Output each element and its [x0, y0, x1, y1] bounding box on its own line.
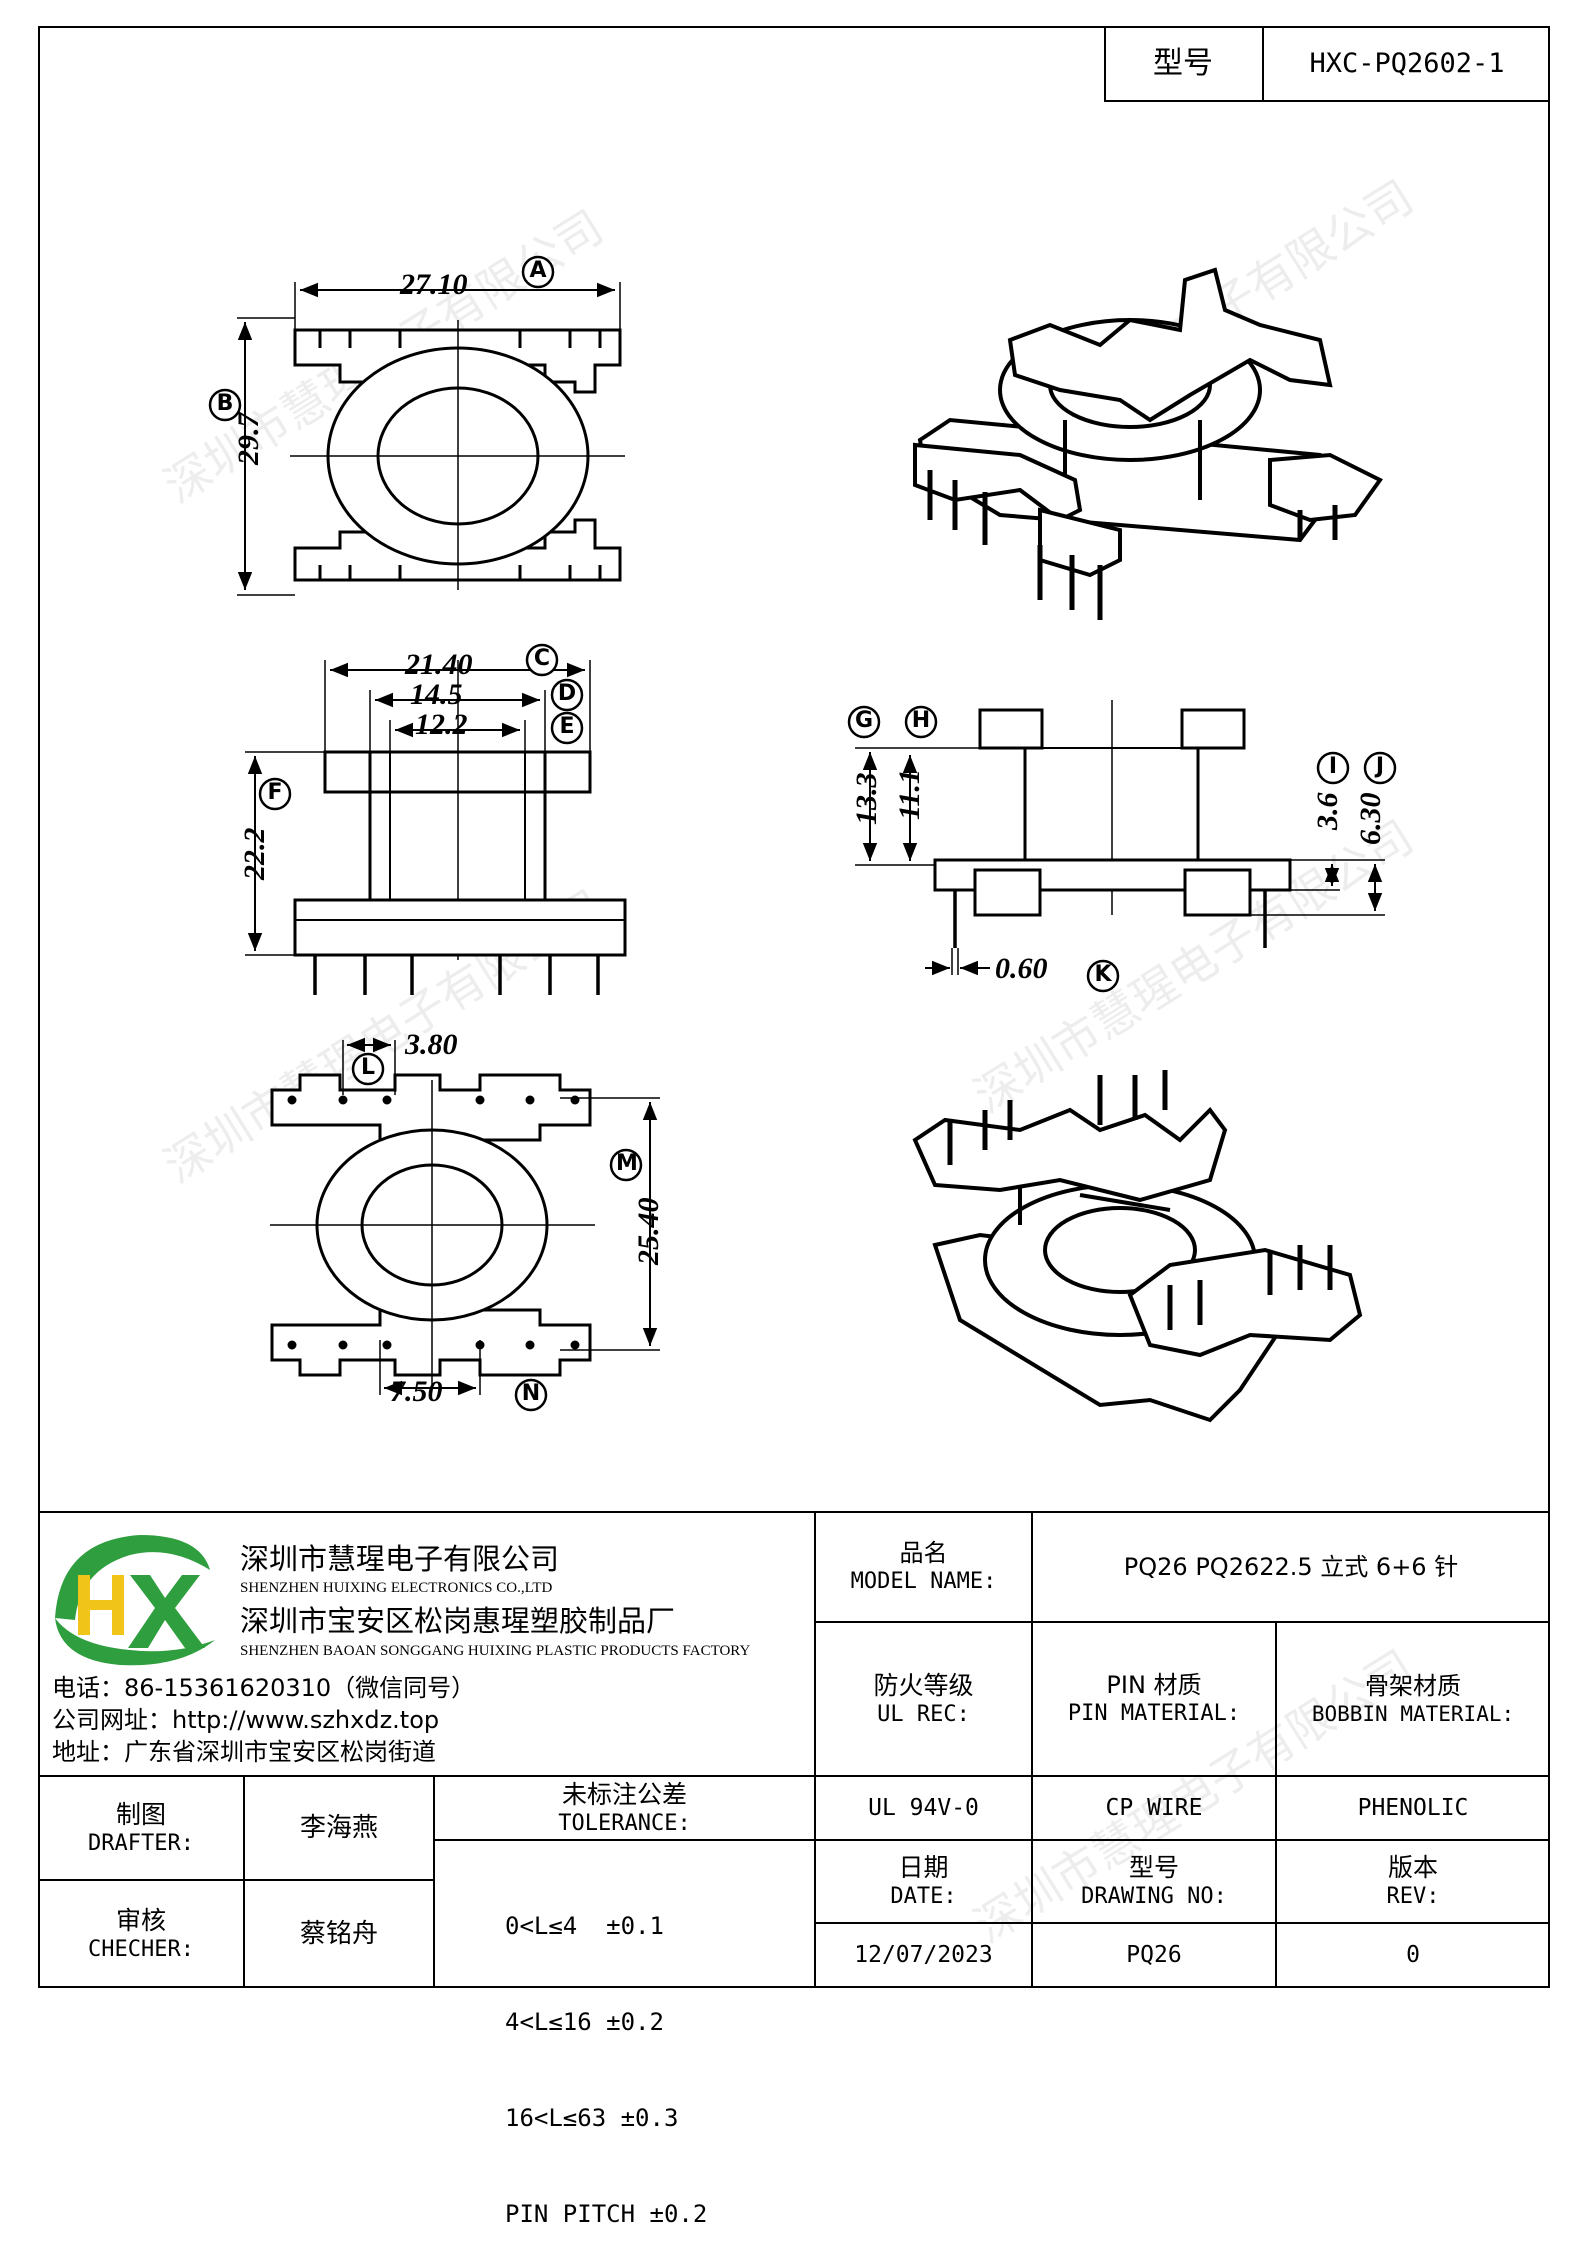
top-view — [237, 282, 625, 596]
dimension-value-n: 7.50 — [390, 1375, 443, 1408]
dimension-value-c: 21.40 — [405, 648, 473, 681]
dimension-value-l: 3.80 — [405, 1028, 458, 1061]
tolerance-values: 0<L≤4 ±0.1 4<L≤16 ±0.2 16<L≤63 ±0.3 PIN … — [505, 1846, 707, 2262]
logo-text: HX — [60, 1640, 61, 1641]
dimension-letter-j: J — [1375, 754, 1385, 779]
bottom-view — [270, 1037, 660, 1396]
model-header-label: 型号 — [1153, 46, 1213, 82]
dimension-letter-d: D — [557, 681, 577, 706]
pin-material-value: CP WIRE — [1105, 1794, 1203, 1821]
dimension-value-e: 12.2 — [415, 708, 468, 741]
model-header-value: HXC-PQ2602-1 — [1309, 48, 1505, 80]
isometric-view-top — [913, 267, 1383, 620]
dimension-value-a: 27.10 — [400, 268, 468, 301]
title-block-grid — [38, 1511, 1550, 1988]
bobbin-material-value: PHENOLIC — [1357, 1794, 1469, 1821]
technical-drawings — [208, 255, 1397, 1423]
checker-value: 蔡铭舟 — [299, 1918, 378, 1949]
dimension-letter-g: G — [854, 708, 874, 733]
dimension-letter-k: K — [1094, 962, 1112, 987]
dimension-letter-i: I — [1328, 754, 1338, 779]
tolerance-line: 16<L≤63 ±0.3 — [505, 2104, 679, 2132]
company-name-en: SHENZHEN HUIXING ELECTRONICS CO.,LTD — [240, 1580, 553, 1596]
rev-value: 0 — [1406, 1942, 1420, 1969]
tolerance-line: 0<L≤4 ±0.1 — [505, 1912, 664, 1940]
dimension-letter-m: M — [616, 1151, 638, 1176]
tolerance-line: PIN PITCH ±0.2 — [505, 2200, 708, 2228]
drafter-value: 李海燕 — [299, 1812, 378, 1843]
ul-rec-value: UL 94V-0 — [868, 1794, 979, 1821]
company-logo — [55, 1535, 215, 1666]
model-name-value: PQ26 PQ2622.5 立式 6+6 针 — [1123, 1553, 1459, 1581]
drawing-sheet — [38, 26, 1550, 1988]
dimension-letter-l: L — [360, 1055, 376, 1080]
side-view-right — [855, 700, 1385, 976]
dimension-letter-h: H — [911, 708, 931, 733]
dimension-letter-a: A — [529, 258, 547, 283]
model-header-box — [1104, 26, 1550, 102]
factory-name-cn: 深圳市宝安区松岗惠瑆塑胶制品厂 — [240, 1604, 676, 1638]
dimension-value-k: 0.60 — [995, 952, 1048, 985]
date-value: 12/07/2023 — [854, 1942, 993, 1969]
dimension-letter-c: C — [533, 646, 551, 671]
dimension-letter-n: N — [521, 1381, 541, 1406]
model-header-divider — [1262, 26, 1264, 102]
company-phone: 电话：86-15361620310（微信同号） — [52, 1674, 476, 1702]
company-address: 地址：广东省深圳市宝安区松岗街道 — [52, 1738, 436, 1766]
dimension-letter-b: B — [216, 391, 234, 416]
dimension-letter-f: F — [267, 780, 283, 805]
dimension-value-d: 14.5 — [410, 678, 463, 711]
company-name-cn: 深圳市慧瑆电子有限公司 — [240, 1542, 560, 1576]
side-view — [245, 660, 627, 995]
isometric-view-bottom — [912, 1070, 1363, 1423]
factory-name-en: SHENZHEN BAOAN SONGGANG HUIXING PLASTIC … — [240, 1643, 751, 1659]
dimension-letter-circles — [208, 255, 1397, 1412]
dimension-letter-e: E — [559, 714, 575, 739]
company-website: 公司网址：http://www.szhxdz.top — [52, 1706, 440, 1734]
drawing-no-value: PQ26 — [1126, 1942, 1182, 1969]
